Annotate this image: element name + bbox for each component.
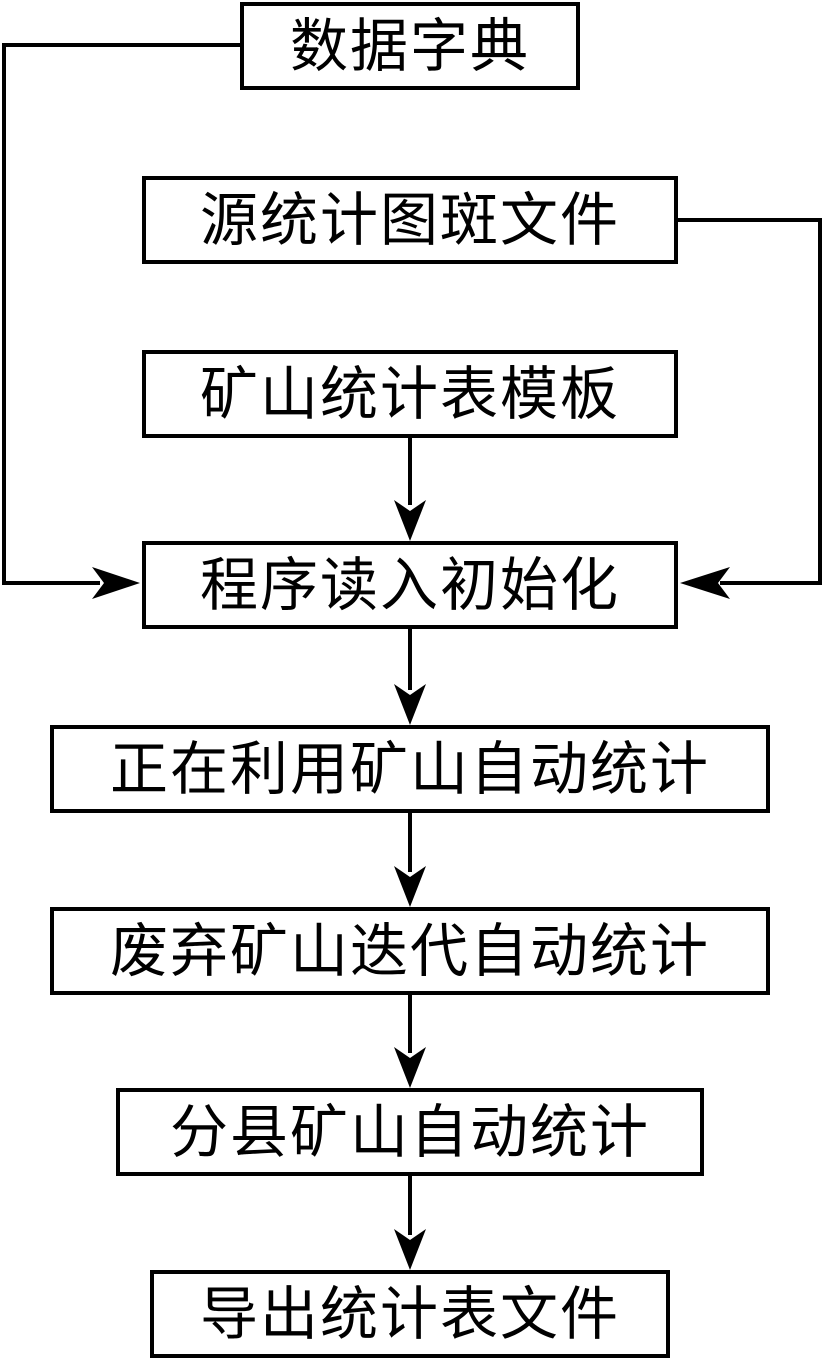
node-program-init: 程序读入初始化 <box>142 541 678 629</box>
edge-source-patch-file-arrowhead <box>680 567 730 599</box>
node-active-mine-stats-label: 正在利用矿山自动统计 <box>109 735 710 803</box>
node-source-patch-file: 源统计图斑文件 <box>142 176 678 264</box>
node-data-dictionary-label: 数据字典 <box>289 12 530 80</box>
node-export-file: 导出统计表文件 <box>150 1270 670 1358</box>
edge-data-dictionary-to-program-init <box>2 43 240 585</box>
node-abandoned-mine-stats-label: 废弃矿山迭代自动统计 <box>109 917 710 985</box>
node-export-file-label: 导出统计表文件 <box>199 1280 620 1348</box>
edge-source-patch-file-to-program-init <box>678 218 822 585</box>
node-mine-template-label: 矿山统计表模板 <box>199 360 620 428</box>
node-mine-template: 矿山统计表模板 <box>142 350 678 438</box>
edge-active-to-abandoned-arrowhead <box>394 866 426 907</box>
node-program-init-label: 程序读入初始化 <box>199 551 620 619</box>
node-county-mine-stats: 分县矿山自动统计 <box>116 1088 704 1176</box>
edge-abandoned-to-county-arrowhead <box>394 1047 426 1088</box>
edge-data-dictionary-arrowhead <box>92 567 140 599</box>
edge-county-to-export-arrowhead <box>394 1229 426 1270</box>
edge-mine-template-arrowhead <box>394 500 426 541</box>
node-data-dictionary: 数据字典 <box>240 2 580 90</box>
node-abandoned-mine-stats: 废弃矿山迭代自动统计 <box>50 907 770 995</box>
node-source-patch-file-label: 源统计图斑文件 <box>199 186 620 254</box>
edge-program-init-arrowhead <box>394 684 426 725</box>
node-active-mine-stats: 正在利用矿山自动统计 <box>50 725 770 813</box>
node-county-mine-stats-label: 分县矿山自动统计 <box>169 1098 650 1166</box>
